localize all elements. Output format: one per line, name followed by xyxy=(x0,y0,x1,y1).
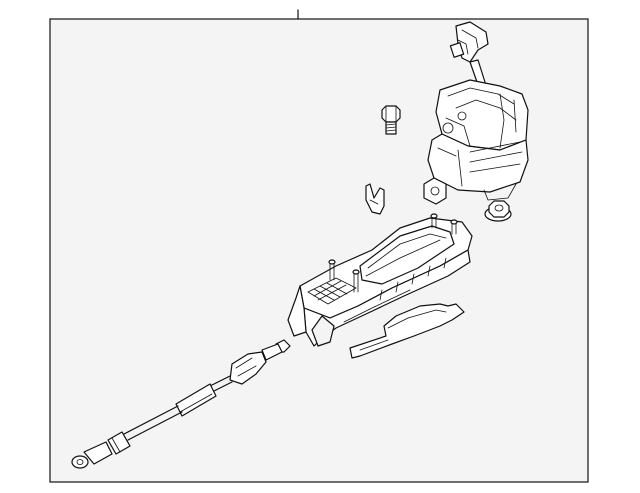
retaining-clip xyxy=(365,183,385,215)
flange-nut xyxy=(484,200,512,222)
gasket-plate xyxy=(349,303,465,359)
shift-lever-assembly xyxy=(423,21,529,205)
shift-cable xyxy=(71,339,291,469)
shifter-base-bracket xyxy=(287,213,473,347)
bolt xyxy=(381,105,401,135)
